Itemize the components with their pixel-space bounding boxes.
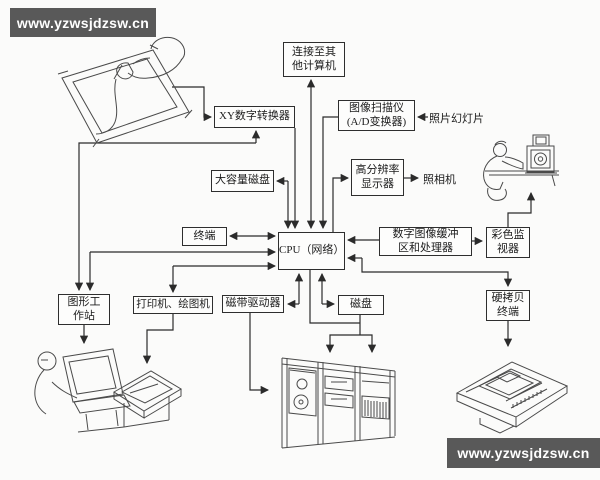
hardcopy-printer-illustration [455, 361, 569, 434]
film-recorder-operator-illustration [483, 134, 559, 201]
node-hires-display: 高分辨率 显示器 [351, 159, 404, 196]
flatbed-plotter-illustration [113, 370, 182, 428]
digitizer-tablet-illustration [57, 36, 193, 148]
node-printer-plotter: 打印机、绘图机 [133, 296, 213, 314]
node-connect-other-computers: 连接至其 他计算机 [283, 42, 345, 77]
node-tape-drive: 磁带驱动器 [222, 295, 284, 313]
label-camera: 照相机 [423, 174, 456, 186]
node-hardcopy-terminal: 硬拷贝 终端 [486, 290, 530, 321]
watermark-bottom-right: www.yzwsjdzsw.cn [447, 438, 600, 468]
node-xy-digitizer: XY数字转换器 [214, 106, 295, 128]
workstation-operator-illustration [34, 348, 131, 433]
node-disk: 磁盘 [338, 295, 384, 315]
equipment-racks-illustration [281, 357, 396, 449]
label-photo-slides: 照片幻灯片 [429, 113, 484, 125]
node-graphics-workstation: 图形工 作站 [58, 294, 110, 325]
node-cpu-network: CPU（网络） [278, 232, 345, 270]
node-large-capacity-disk: 大容量磁盘 [211, 170, 274, 192]
watermark-top-left: www.yzwsjdzsw.cn [10, 8, 156, 37]
node-digital-image-buffer: 数字图像缓冲 区和处理器 [379, 227, 472, 256]
connectors [74, 78, 536, 395]
node-color-monitor: 彩色监 视器 [486, 227, 530, 258]
node-image-scanner: 图像扫描仪 (A/D变换器) [338, 100, 415, 131]
node-terminal: 终端 [182, 227, 227, 246]
